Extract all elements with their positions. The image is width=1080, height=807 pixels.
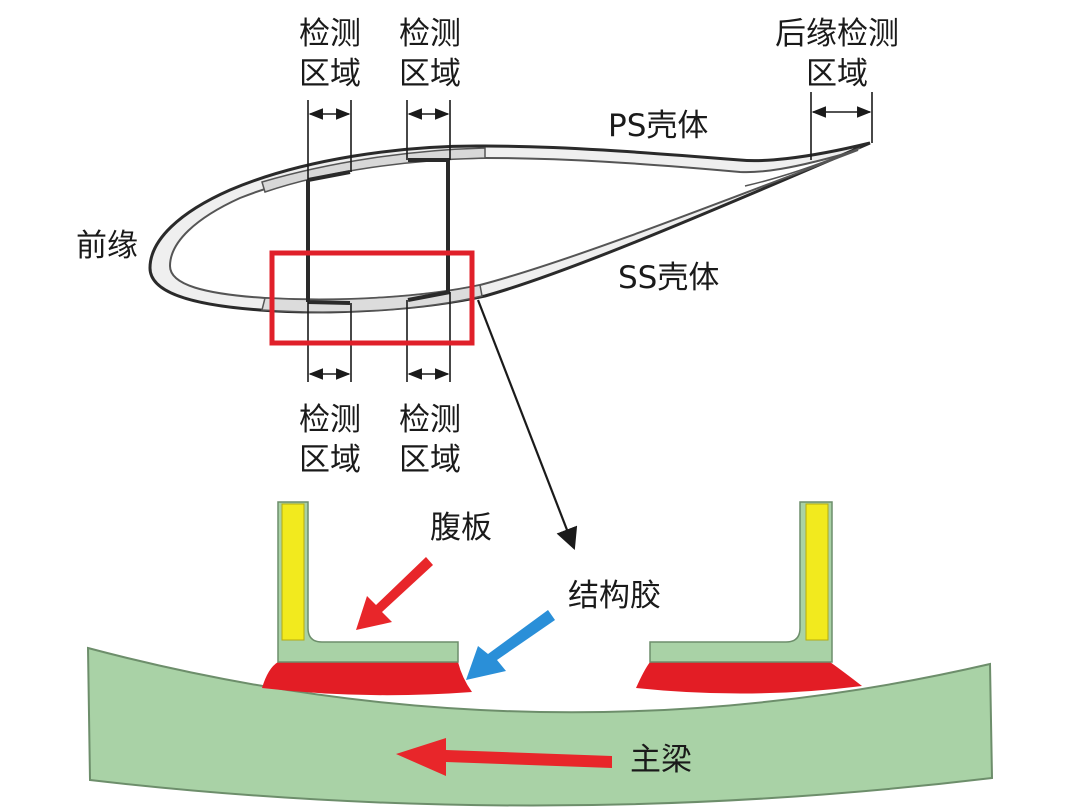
label-line: 检测 xyxy=(299,402,361,438)
web-label: 腹板 xyxy=(430,510,492,546)
label-line: 检测 xyxy=(399,16,461,52)
label-line: 检测 xyxy=(299,16,361,52)
airfoil-section xyxy=(148,141,871,314)
adhesive-label: 结构胶 xyxy=(568,578,661,614)
label-line: 后缘检测 xyxy=(775,16,899,52)
label-line: 区域 xyxy=(806,56,868,92)
trailing-edge-inner-line xyxy=(744,147,861,187)
right-shear-web xyxy=(407,158,451,302)
right-adhesive xyxy=(636,662,862,694)
top-detection-dimensions xyxy=(307,92,873,180)
top-right-detection-label: 检测 区域 xyxy=(390,14,470,94)
main-beam xyxy=(86,646,994,807)
left-web-core xyxy=(281,503,305,641)
label-line: 区域 xyxy=(399,56,461,92)
adhesive-pointer-arrow xyxy=(466,610,555,680)
right-web-core xyxy=(805,503,829,641)
label-line: 区域 xyxy=(299,442,361,478)
web-pointer-arrow xyxy=(356,557,433,630)
top-left-detection-label: 检测 区域 xyxy=(290,14,370,94)
leading-edge-label: 前缘 xyxy=(76,228,138,264)
bottom-right-detection-label: 检测 区域 xyxy=(390,400,470,480)
airfoil-inner-skin xyxy=(168,149,859,301)
label-line: 区域 xyxy=(299,56,361,92)
right-web-flange xyxy=(649,501,833,663)
ss-shell-label: SS壳体 xyxy=(618,260,720,296)
left-shear-web xyxy=(306,170,351,305)
detail-view xyxy=(86,501,994,807)
detail-leader-arrow xyxy=(476,299,578,551)
main-beam-pointer-arrow xyxy=(396,738,612,776)
label-line: 检测 xyxy=(399,402,461,438)
label-line: 区域 xyxy=(399,442,461,478)
ps-shell-label: PS壳体 xyxy=(608,108,709,144)
bottom-left-detection-label: 检测 区域 xyxy=(290,400,370,480)
trailing-edge-detection-label: 后缘检测 区域 xyxy=(762,14,912,94)
left-adhesive xyxy=(262,662,472,696)
main-beam-label: 主梁 xyxy=(630,742,692,778)
highlight-box xyxy=(269,250,475,346)
ss-spar-cap xyxy=(261,284,483,313)
